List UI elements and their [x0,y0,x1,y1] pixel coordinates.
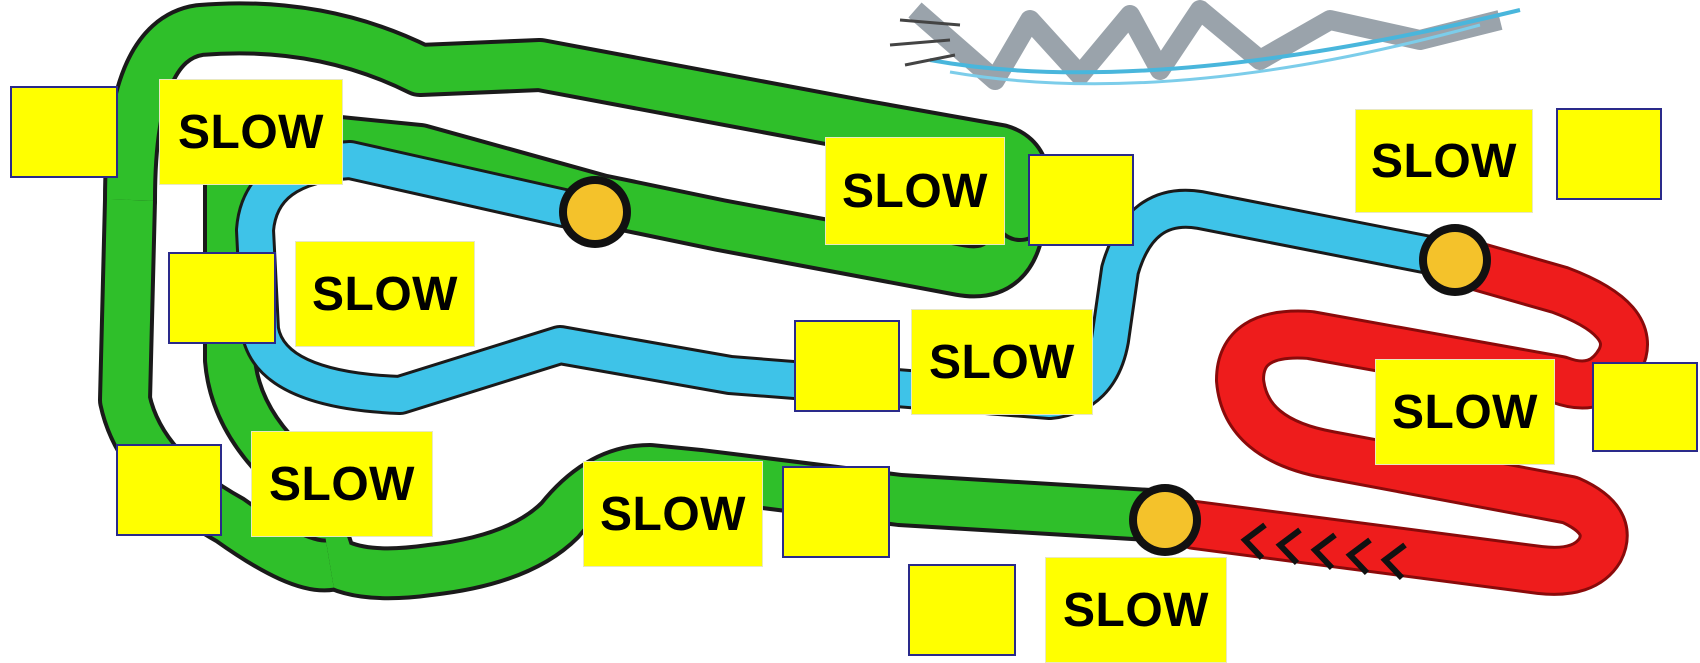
slow-sign: SLOW [1356,110,1532,212]
junction-dots [559,176,1491,556]
chevron-markings-icon [1240,522,1407,581]
slow-sign: SLOW [252,432,432,536]
empty-answer-box [1556,108,1662,200]
slow-sign: SLOW [160,80,342,184]
slow-sign: SLOW [584,462,762,566]
track-logo-icon [889,0,1521,90]
blue-track-section [235,140,1475,420]
empty-answer-box [116,444,222,536]
empty-answer-box [10,86,118,178]
slow-sign: SLOW [826,138,1004,244]
empty-answer-box [794,320,900,412]
junction-dot [567,184,623,240]
slow-sign: SLOW [912,310,1092,414]
slow-sign: SLOW [1046,558,1226,662]
slow-sign: SLOW [1376,360,1554,464]
slow-sign: SLOW [296,242,474,346]
empty-answer-box [168,252,276,344]
junction-dot [1137,492,1193,548]
red-track-section [1170,235,1649,596]
empty-answer-box [1592,362,1698,452]
empty-answer-box [782,466,890,558]
empty-answer-box [1028,154,1134,246]
junction-dot [1427,232,1483,288]
empty-answer-box [908,564,1016,656]
